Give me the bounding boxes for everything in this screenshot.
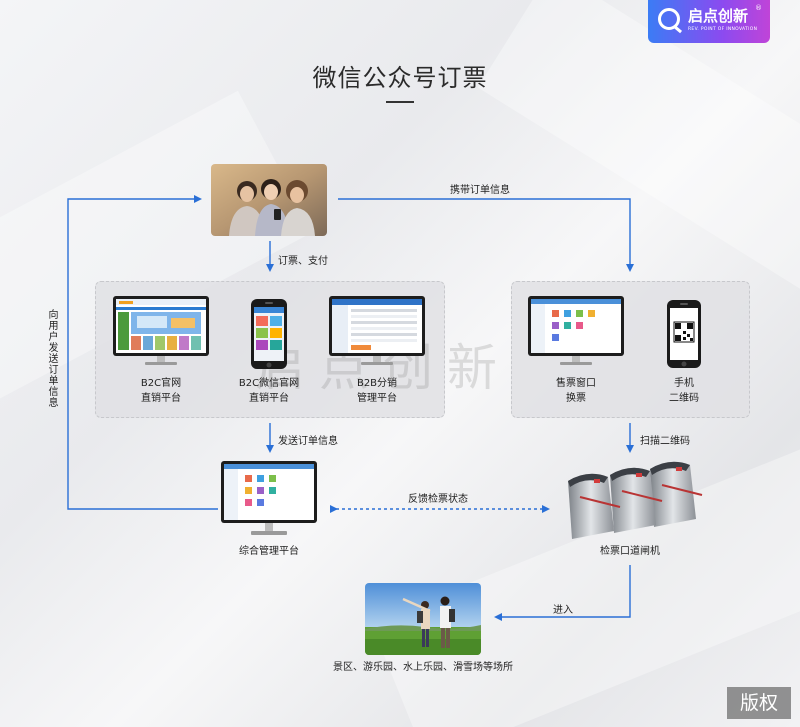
title-underline xyxy=(386,101,414,103)
brand-logo: 启点创新 REV. POINT OF INNOVATION ® xyxy=(648,0,770,43)
desktop-monitor-icon xyxy=(221,461,317,535)
desktop-monitor-icon xyxy=(528,296,624,365)
copyright-badge: 版权 xyxy=(727,687,791,719)
desktop-monitor-icon xyxy=(113,296,209,365)
gate-turnstiles xyxy=(562,455,708,539)
gate-label: 检票口道闸机 xyxy=(600,546,660,557)
b2c-wechat-phone xyxy=(251,299,287,369)
b2b-monitor xyxy=(329,296,425,366)
logo-subtitle: REV. POINT OF INNOVATION xyxy=(688,27,758,32)
friends-with-phone-photo xyxy=(211,164,327,236)
b2c-site-monitor xyxy=(113,296,209,366)
turnstile-icon xyxy=(568,461,703,539)
ticket-window-label-line2: 换票 xyxy=(566,393,586,404)
page-title: 微信公众号订票 xyxy=(312,64,488,92)
desktop-monitor-icon xyxy=(329,296,425,365)
b2c-wechat-label: B2C微信官网 直销平台 xyxy=(219,376,319,406)
smartphone-icon xyxy=(251,299,287,369)
logo-name: 启点创新 xyxy=(688,7,749,25)
b2b-label-line2: 管理平台 xyxy=(357,393,397,404)
b2c-wechat-label-line2: 直销平台 xyxy=(249,393,289,404)
b2c-site-label-line1: B2C官网 xyxy=(140,378,182,389)
edge-label-carry-order: 携带订单信息 xyxy=(450,185,510,196)
scenic-photo xyxy=(365,583,481,655)
phone-qr-label-line2: 二维码 xyxy=(669,393,699,404)
tourists-photo xyxy=(365,583,481,655)
user-photo xyxy=(211,164,327,236)
logo-q-icon xyxy=(658,8,680,30)
qr-phone-icon xyxy=(667,300,701,368)
edge-label-feedback: 反馈检票状态 xyxy=(408,494,468,505)
scenic-label: 景区、游乐园、水上乐园、滑雪场等场所 xyxy=(333,662,513,673)
management-label: 综合管理平台 xyxy=(239,546,299,557)
b2b-label-line1: B2B分销 xyxy=(356,378,398,389)
edge-enter xyxy=(494,565,631,621)
b2c-site-label-line2: 直销平台 xyxy=(141,393,181,404)
management-monitor xyxy=(221,461,317,539)
edge-label-send-order: 发送订单信息 xyxy=(278,436,338,447)
edge-send-to-user xyxy=(67,195,218,510)
b2b-label: B2B分销 管理平台 xyxy=(327,376,427,406)
logo-registered-mark: ® xyxy=(755,4,762,12)
ticket-window-monitor xyxy=(528,296,624,366)
edge-label-order-pay: 订票、支付 xyxy=(278,256,328,267)
phone-qr-label: 手机 二维码 xyxy=(634,376,734,406)
edge-label-enter: 进入 xyxy=(553,605,573,616)
phone-qr xyxy=(667,300,701,368)
b2c-wechat-label-line1: B2C微信官网 xyxy=(238,378,300,389)
edge-carry-order xyxy=(338,198,634,272)
b2c-site-label: B2C官网 直销平台 xyxy=(111,376,211,406)
ticket-window-label-line1: 售票窗口 xyxy=(556,378,596,389)
phone-qr-label-line1: 手机 xyxy=(674,378,694,389)
edge-label-send-to-user: 向用户发送订单信息 xyxy=(46,309,57,408)
ticket-window-label: 售票窗口 换票 xyxy=(526,376,626,406)
edge-label-scan-qr: 扫描二维码 xyxy=(640,436,690,447)
